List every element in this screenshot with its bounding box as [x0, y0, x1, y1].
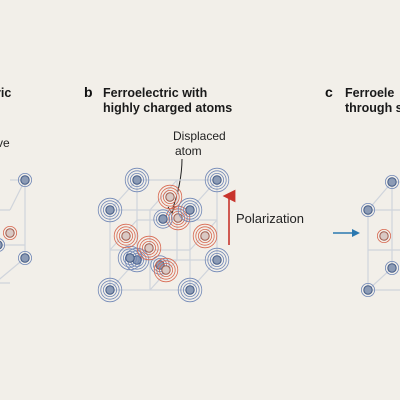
lattice-atom [384, 260, 399, 275]
lattice-atom [204, 167, 230, 193]
lattice-atom [17, 250, 32, 265]
lattice-atom-red [113, 223, 139, 249]
polarization-label: Polarization [236, 211, 304, 226]
lattice-atom-red [157, 184, 183, 210]
lattice-atom [0, 238, 5, 252]
lattice-atom [360, 282, 375, 297]
lattice-edge [149, 259, 178, 291]
lattice-atom-red [192, 223, 218, 249]
lattice-atom [177, 277, 203, 303]
panel-c-title-line-2: through s [345, 101, 400, 115]
panel-c-letter: c [325, 84, 333, 100]
panel-c: c Ferroele through s [325, 84, 400, 297]
lattice-edge [367, 267, 393, 291]
panel-a-title-line-1: ric [0, 86, 11, 100]
lattice-atom-red [136, 235, 162, 261]
incoming-field-arrow-head-icon [352, 229, 360, 237]
lattice-edge [9, 179, 26, 211]
lattice-edge [189, 179, 218, 211]
lattice-atom [124, 167, 150, 193]
pointer-arrow-icon [171, 158, 183, 211]
lattice-atom [117, 245, 143, 271]
lattice-atom [384, 174, 399, 189]
displaced-atom-label-line-2: atom [175, 144, 202, 158]
panel-a-lattice [0, 172, 32, 284]
panel-a-annotation: ve [0, 136, 10, 150]
lattice-atom-red [3, 225, 17, 240]
panel-b-lattice [97, 167, 230, 303]
lattice-edge [109, 179, 138, 211]
panel-c-title-line-1: Ferroele [345, 86, 394, 100]
displaced-atom [153, 209, 173, 229]
panel-a: ric ve [0, 86, 32, 284]
lattice-atom-red [376, 228, 391, 243]
panel-b-letter: b [84, 84, 93, 100]
lattice-atom [97, 277, 123, 303]
lattice-atom [360, 202, 375, 217]
panel-c-lattice [360, 174, 400, 297]
lattice-atom [204, 247, 230, 273]
lattice-atom [177, 197, 203, 223]
lattice-atom [17, 172, 32, 187]
lattice-edge [189, 259, 218, 291]
displaced-atom-label-line-1: Displaced [173, 129, 226, 143]
lattice-edge [367, 181, 393, 211]
lattice-atom [150, 255, 170, 275]
lattice-atom-red [153, 257, 179, 283]
lattice-edge [0, 257, 26, 280]
panel-b-title-line-1: Ferroelectric with [103, 86, 207, 100]
panel-b: b Ferroelectric with highly charged atom… [84, 84, 304, 303]
panel-b-title-line-2: highly charged atoms [103, 101, 232, 115]
lattice-atom [97, 197, 123, 223]
